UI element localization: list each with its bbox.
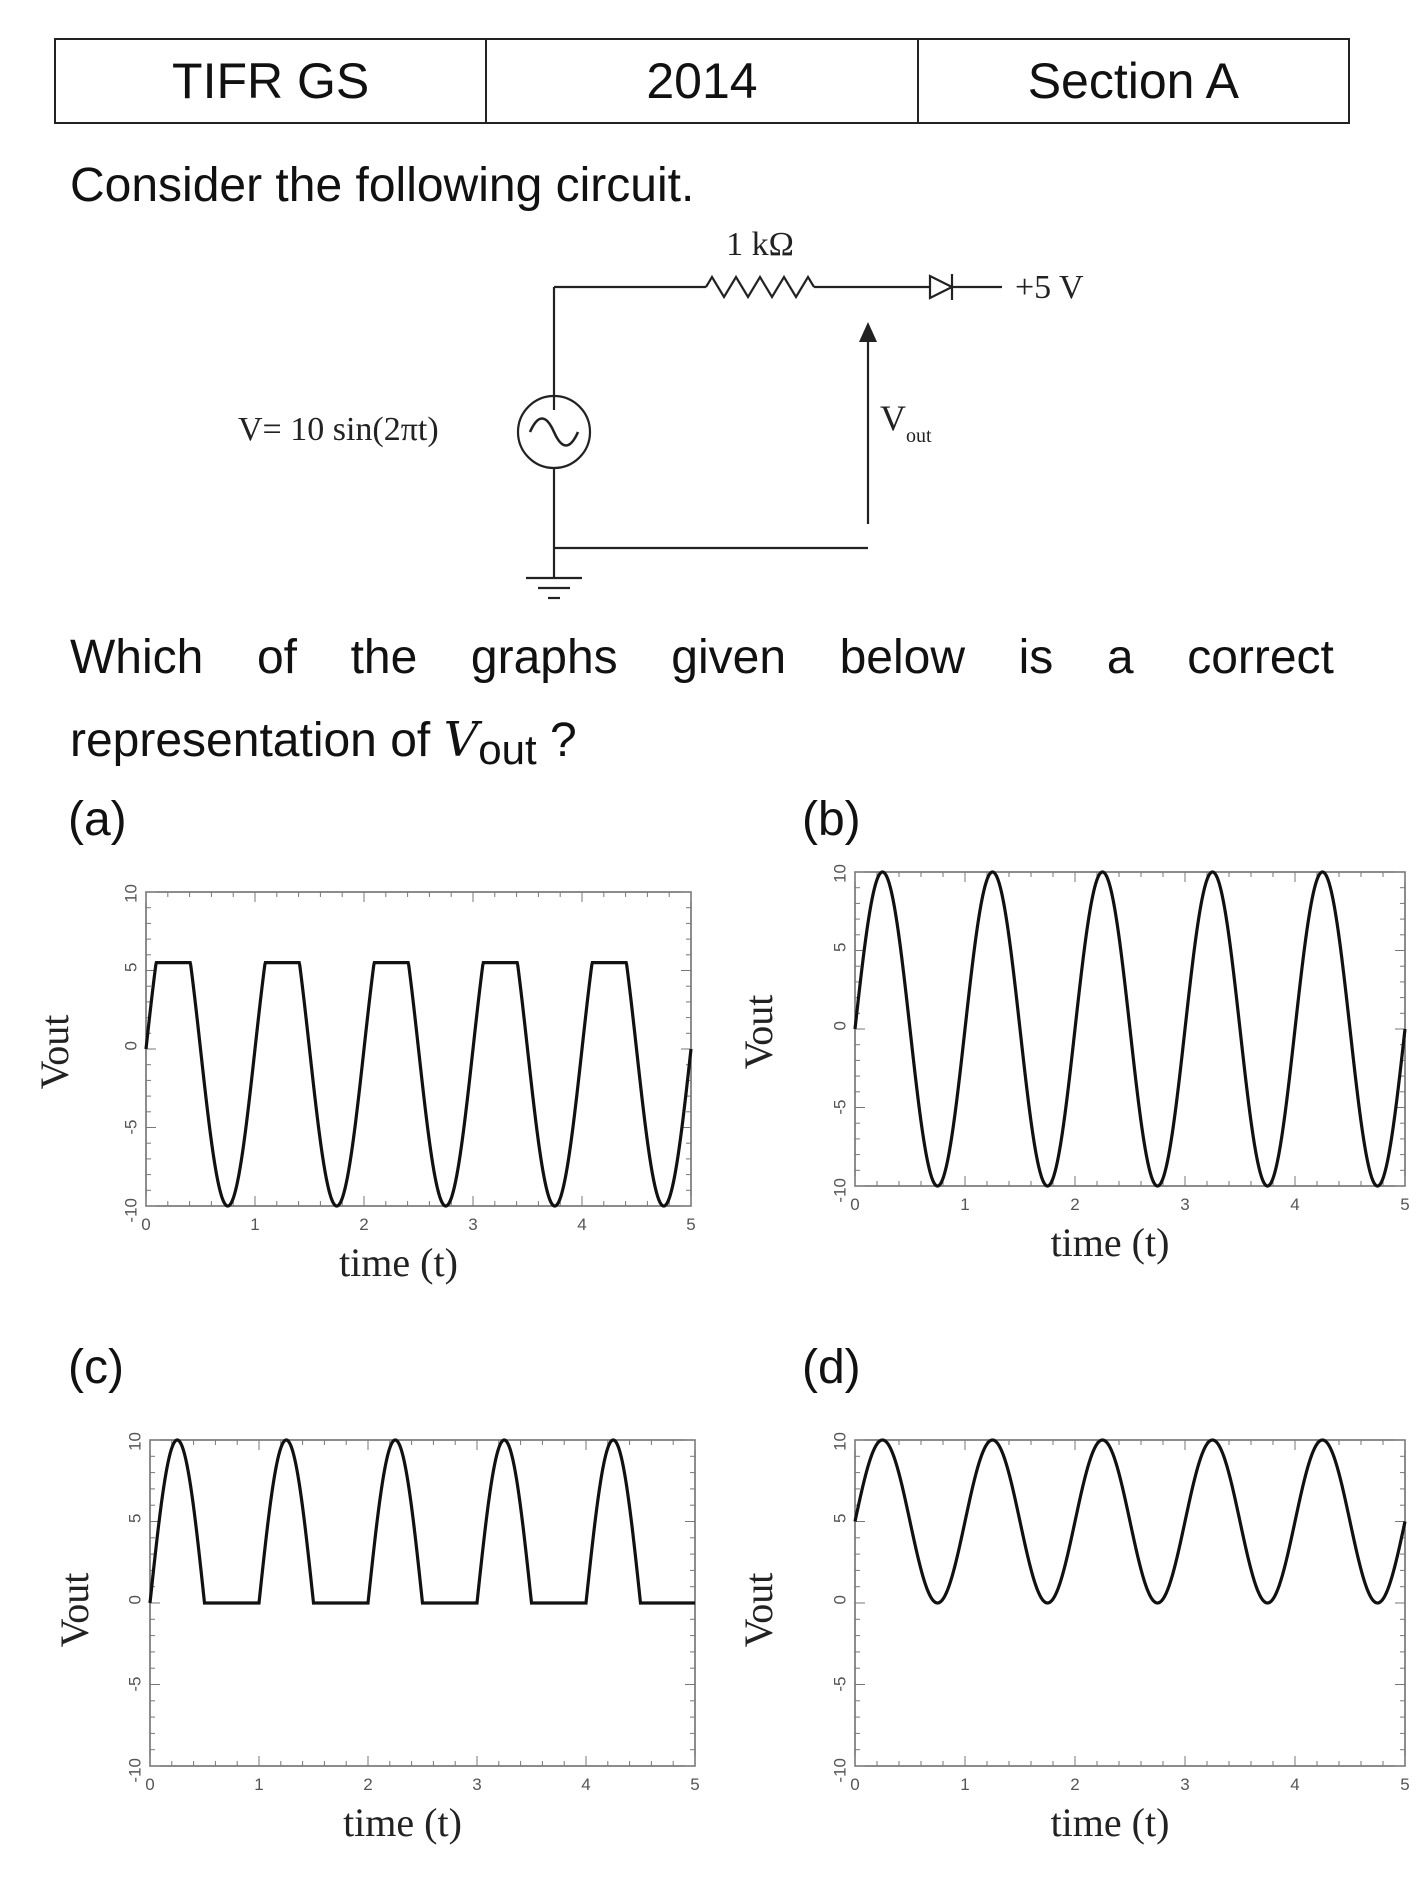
graph-a[interactable]: 0 1 2 3 4 5 -10 -5 0 5 10 time (t) Vout <box>20 862 710 1302</box>
x-tick-label: 1 <box>960 1195 969 1214</box>
question-word: the <box>350 631 418 684</box>
graph-b[interactable]: 0 1 2 3 4 5 -10 -5 0 5 10 time (t) Vout <box>730 852 1420 1292</box>
y-tick-label: -5 <box>121 1120 140 1135</box>
x-axis-label: time (t) <box>1051 1220 1170 1265</box>
x-tick-label: 1 <box>960 1775 969 1794</box>
y-tick-label: 0 <box>830 1595 849 1604</box>
y-tick-label: 10 <box>830 864 849 883</box>
resistor <box>705 274 815 300</box>
option-b-label[interactable]: (b) <box>802 793 861 846</box>
x-tick-label: 3 <box>468 1215 477 1234</box>
option-c-label[interactable]: (c) <box>68 1341 124 1394</box>
header-table: TIFR GS 2014 Section A <box>54 38 1350 124</box>
x-tick-label: 5 <box>1400 1195 1409 1214</box>
circuit-diagram: 1 kΩ +5 V V= 10 sin(2πt) Vout <box>238 226 1084 600</box>
y-tick-label: 0 <box>830 1021 849 1030</box>
x-tick-label: 3 <box>1180 1195 1189 1214</box>
y-tick-label: -5 <box>830 1677 849 1692</box>
y-axis-label: Vout <box>32 1015 77 1090</box>
header-year: 2014 <box>487 40 919 122</box>
question-word: correct <box>1187 631 1334 684</box>
question-word: given <box>671 631 787 684</box>
x-tick-label: 3 <box>472 1775 481 1794</box>
resistor-label: 1 kΩ <box>726 226 794 263</box>
header-section: Section A <box>1027 53 1239 109</box>
x-axis-label: time (t) <box>339 1240 458 1285</box>
y-tick-label: 5 <box>830 943 849 952</box>
series-line <box>144 961 693 1208</box>
question-intro: Consider the following circuit. <box>70 159 695 212</box>
question-word: a <box>1106 631 1134 684</box>
x-tick-label: 0 <box>850 1775 859 1794</box>
y-tick-label: -10 <box>830 1178 849 1203</box>
x-tick-label: 4 <box>1290 1195 1299 1214</box>
x-tick-label: 4 <box>581 1775 590 1794</box>
y-tick-label: 10 <box>830 1432 849 1451</box>
graph-c[interactable]: 0 1 2 3 4 5 -10 -5 0 5 10 time (t) Vout <box>40 1410 720 1880</box>
source-label: V= 10 sin(2πt) <box>238 411 439 448</box>
y-tick-label: -5 <box>830 1100 849 1115</box>
series-line <box>853 1438 1407 1605</box>
question-word: Which <box>70 631 204 684</box>
y-tick-label: 10 <box>121 884 140 903</box>
y-tick-label: 10 <box>125 1432 144 1451</box>
output-label: Vout <box>880 398 932 447</box>
y-tick-label: 5 <box>830 1514 849 1523</box>
y-axis-label: Vout <box>52 1573 97 1648</box>
question-word: of <box>256 631 297 684</box>
x-tick-label: 2 <box>363 1775 372 1794</box>
x-tick-label: 2 <box>1070 1775 1079 1794</box>
diode <box>928 274 955 300</box>
y-axis-label: Vout <box>736 1573 781 1648</box>
y-tick-label: 0 <box>125 1595 144 1604</box>
question-line2: representation of Vout ? <box>70 712 577 773</box>
y-tick-label: -5 <box>125 1677 144 1692</box>
y-tick-label: 0 <box>121 1041 140 1050</box>
y-tick-label: 5 <box>125 1514 144 1523</box>
x-tick-label: 2 <box>359 1215 368 1234</box>
x-tick-label: 1 <box>250 1215 259 1234</box>
x-axis-label: time (t) <box>1051 1800 1170 1845</box>
series-line <box>853 870 1407 1188</box>
x-tick-label: 2 <box>1070 1195 1079 1214</box>
x-tick-label: 3 <box>1180 1775 1189 1794</box>
x-tick-label: 0 <box>141 1215 150 1234</box>
y-tick-label: -10 <box>125 1758 144 1783</box>
graph-d[interactable]: 0 1 2 3 4 5 -10 -5 0 5 10 time (t) Vout <box>730 1410 1420 1880</box>
x-tick-label: 4 <box>577 1215 586 1234</box>
question-word: is <box>1018 631 1054 684</box>
x-tick-label: 5 <box>690 1775 699 1794</box>
y-tick-label: -10 <box>830 1758 849 1783</box>
y-tick-label: 5 <box>121 963 140 972</box>
x-tick-label: 0 <box>850 1195 859 1214</box>
y-axis-label: Vout <box>736 995 781 1070</box>
diode-label: +5 V <box>1015 269 1084 306</box>
question-word: graphs <box>470 631 618 684</box>
question-word: below <box>839 631 966 684</box>
y-tick-label: -10 <box>121 1198 140 1223</box>
x-axis-label: time (t) <box>343 1800 462 1845</box>
x-tick-label: 1 <box>254 1775 263 1794</box>
x-tick-label: 0 <box>145 1775 154 1794</box>
x-tick-label: 5 <box>1400 1775 1409 1794</box>
header-subject: TIFR GS <box>56 40 488 122</box>
option-d-label[interactable]: (d) <box>802 1341 861 1394</box>
series-line <box>148 1438 695 1605</box>
x-tick-label: 4 <box>1290 1775 1299 1794</box>
option-a-label[interactable]: (a) <box>68 793 127 846</box>
x-tick-label: 5 <box>686 1215 695 1234</box>
